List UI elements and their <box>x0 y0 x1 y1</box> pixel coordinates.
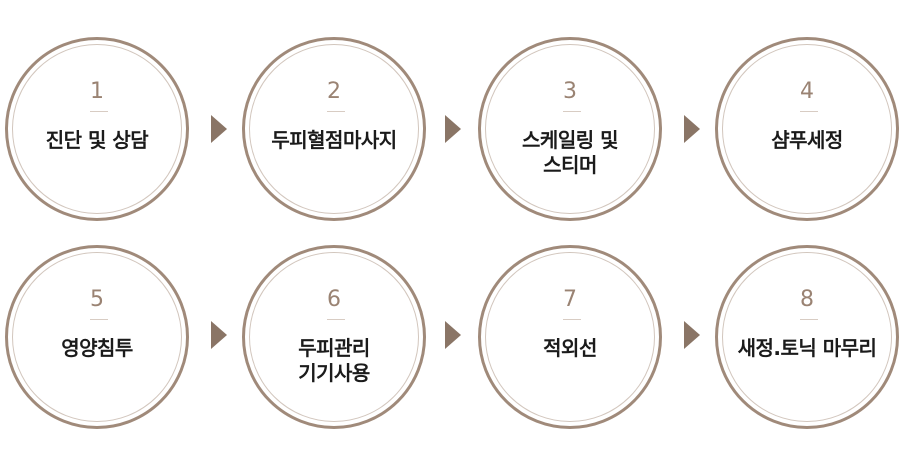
arrow-right-icon <box>684 321 700 349</box>
step-6-divider <box>327 319 345 320</box>
step-8-divider <box>800 319 818 320</box>
step-7-label: 적외선 <box>543 336 597 360</box>
step-3-divider <box>563 111 581 112</box>
step-2-label: 두피혈점마사지 <box>271 128 397 152</box>
step-4-number: 4 <box>800 79 814 104</box>
step-2-circle: 2 두피혈점마사지 <box>242 37 426 221</box>
step-7-divider <box>563 319 581 320</box>
step-8-circle: 8 새정.토닉 마무리 <box>715 245 899 429</box>
step-5-circle: 5 영양침투 <box>5 245 189 429</box>
step-8-number: 8 <box>800 287 814 312</box>
step-1-label: 진단 및 상담 <box>45 128 149 152</box>
step-7-number: 7 <box>563 287 577 312</box>
step-4-label: 샴푸세정 <box>771 128 843 152</box>
step-5-divider <box>90 319 108 320</box>
arrow-right-icon <box>211 115 227 143</box>
step-6-label: 두피관리 기기사용 <box>298 336 370 385</box>
step-4-circle: 4 샴푸세정 <box>715 37 899 221</box>
step-3-circle: 3 스케일링 및 스티머 <box>478 37 662 221</box>
step-4-divider <box>800 111 818 112</box>
step-2-divider <box>327 111 345 112</box>
step-5-number: 5 <box>90 287 104 312</box>
step-3-number: 3 <box>563 79 577 104</box>
step-6-number: 6 <box>327 287 341 312</box>
arrow-right-icon <box>684 115 700 143</box>
arrow-right-icon <box>445 321 461 349</box>
step-1-number: 1 <box>90 79 104 104</box>
step-2-number: 2 <box>327 79 341 104</box>
step-1-divider <box>90 111 108 112</box>
step-5-label: 영양침투 <box>61 336 133 360</box>
arrow-right-icon <box>211 321 227 349</box>
step-8-label: 새정.토닉 마무리 <box>737 336 877 360</box>
step-1-circle: 1 진단 및 상담 <box>5 37 189 221</box>
step-6-circle: 6 두피관리 기기사용 <box>242 245 426 429</box>
step-7-circle: 7 적외선 <box>478 245 662 429</box>
step-3-label: 스케일링 및 스티머 <box>522 128 618 177</box>
arrow-right-icon <box>445 115 461 143</box>
